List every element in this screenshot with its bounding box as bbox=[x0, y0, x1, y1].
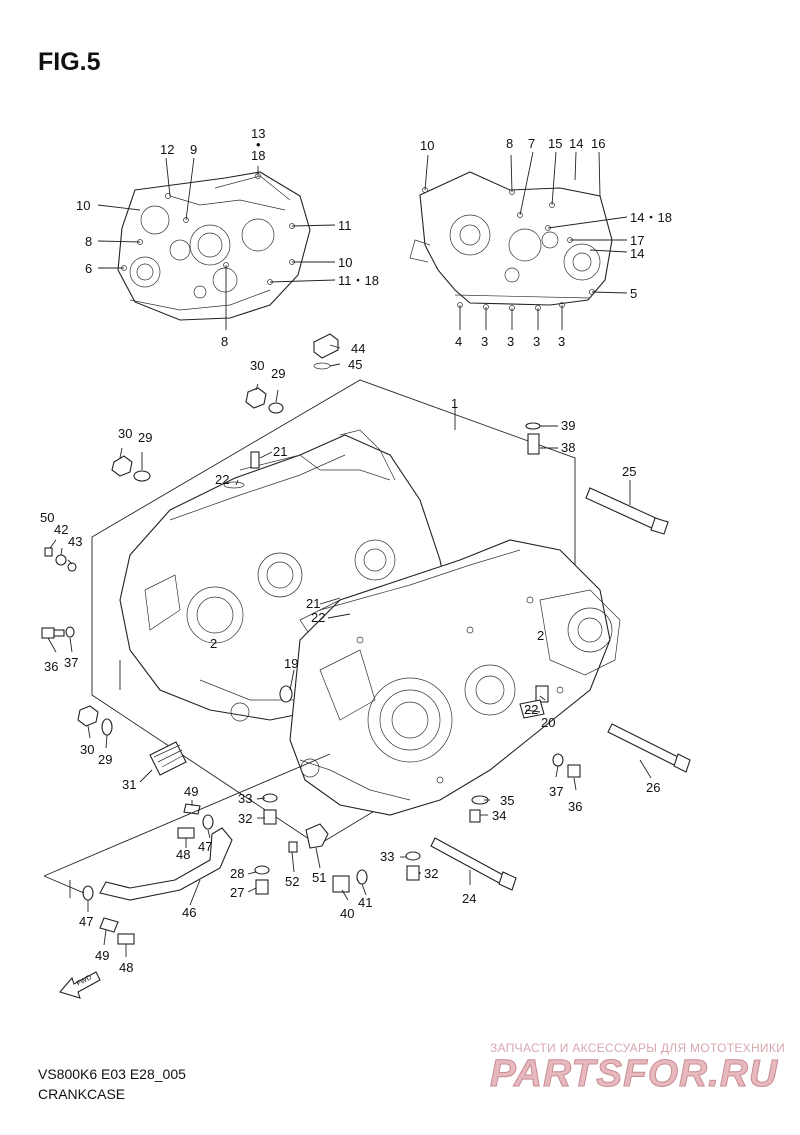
callout-label: 6 bbox=[85, 261, 92, 276]
callout-label: 36 bbox=[568, 799, 582, 814]
callout-label: 3 bbox=[558, 334, 565, 349]
callout-label: 26 bbox=[646, 780, 660, 795]
callout-label: 29 bbox=[271, 366, 285, 381]
callout-label: 21 bbox=[273, 444, 287, 459]
diagram-model-code: VS800K6 E03 E28_005 bbox=[38, 1066, 186, 1082]
callout-label: 39 bbox=[561, 418, 575, 433]
callout-label: 7 bbox=[528, 136, 535, 151]
callout-label: 10 bbox=[420, 138, 434, 153]
diagram-section-name: CRANKCASE bbox=[38, 1086, 126, 1102]
callout-label: 41 bbox=[358, 895, 372, 910]
callout-label: 12 bbox=[160, 142, 174, 157]
callout-label: 13 bbox=[251, 126, 265, 141]
callout-label: 10 bbox=[76, 198, 90, 213]
main-crankcase-assembly bbox=[91, 379, 621, 846]
callout-label: 22 bbox=[215, 472, 229, 487]
callout-label: 37 bbox=[549, 784, 563, 799]
callout-label: 35 bbox=[500, 793, 514, 808]
callout-label: 30 bbox=[118, 426, 132, 441]
callout-label: 20 bbox=[541, 715, 555, 730]
callout-label: 22 bbox=[311, 610, 325, 625]
callout-label: 30 bbox=[250, 358, 264, 373]
callout-label: 14 bbox=[569, 136, 583, 151]
callout-label: 29 bbox=[98, 752, 112, 767]
figure-title: FIG.5 bbox=[38, 48, 101, 76]
callout-labels: 13 • 18 12 9 10 8 6 11 10 11・18 8 10 8 7… bbox=[40, 126, 672, 975]
callout-label: 2 bbox=[537, 628, 544, 643]
callout-label: 3 bbox=[507, 334, 514, 349]
forward-direction-indicator: FWD bbox=[59, 971, 101, 999]
callout-label: 22 bbox=[524, 702, 538, 717]
callout-label: 30 bbox=[80, 742, 94, 757]
callout-label: 15 bbox=[548, 136, 562, 151]
callout-label: 31 bbox=[122, 777, 136, 792]
callout-label: 29 bbox=[138, 430, 152, 445]
callout-label: 3 bbox=[481, 334, 488, 349]
callout-label: 52 bbox=[285, 874, 299, 889]
callout-label: 47 bbox=[79, 914, 93, 929]
left-crankcase-half-detail bbox=[117, 171, 311, 321]
callout-label: 32 bbox=[424, 866, 438, 881]
callout-label: 4 bbox=[455, 334, 462, 349]
callout-label: 28 bbox=[230, 866, 244, 881]
small-parts bbox=[41, 333, 691, 945]
callout-label: 18 bbox=[251, 148, 265, 163]
callout-label: 27 bbox=[230, 885, 244, 900]
spring-part bbox=[149, 741, 187, 776]
callout-label: 33 bbox=[238, 791, 252, 806]
callout-label: 49 bbox=[184, 784, 198, 799]
callout-label: 32 bbox=[238, 811, 252, 826]
callout-label: • bbox=[256, 137, 261, 152]
callout-label: 38 bbox=[561, 440, 575, 455]
callout-label: 42 bbox=[54, 522, 68, 537]
right-crankcase-half-detail bbox=[409, 171, 613, 311]
callout-label: 3 bbox=[533, 334, 540, 349]
watermark-logo: PARTSFOR.RU bbox=[490, 1053, 779, 1096]
callout-label: 14・18 bbox=[630, 210, 672, 225]
oil-hose-part bbox=[99, 827, 233, 901]
callout-label: 9 bbox=[190, 142, 197, 157]
callout-label: 45 bbox=[348, 357, 362, 372]
callout-label: 8 bbox=[506, 136, 513, 151]
callout-label: 8 bbox=[85, 234, 92, 249]
callout-label: 14 bbox=[630, 246, 644, 261]
callout-label: 10 bbox=[338, 255, 352, 270]
callout-label: 16 bbox=[591, 136, 605, 151]
callout-label: 49 bbox=[95, 948, 109, 963]
callout-label: 17 bbox=[630, 233, 644, 248]
leader-lines bbox=[43, 151, 652, 957]
callout-label: 51 bbox=[312, 870, 326, 885]
callout-label: 47 bbox=[198, 839, 212, 854]
callout-label: 44 bbox=[351, 341, 365, 356]
callout-label: 24 bbox=[462, 891, 476, 906]
callout-label: 11・18 bbox=[338, 273, 379, 288]
callout-label: 48 bbox=[119, 960, 133, 975]
callout-label: 21 bbox=[306, 596, 320, 611]
callout-label: 25 bbox=[622, 464, 636, 479]
callout-label: 5 bbox=[630, 286, 637, 301]
callout-label: 36 bbox=[44, 659, 58, 674]
callout-label: 48 bbox=[176, 847, 190, 862]
callout-label: 46 bbox=[182, 905, 196, 920]
callout-label: 34 bbox=[492, 808, 506, 823]
callout-label: 1 bbox=[451, 396, 458, 411]
callout-label: 19 bbox=[284, 656, 298, 671]
callout-label: 11 bbox=[338, 218, 352, 233]
callout-label: 50 bbox=[40, 510, 54, 525]
watermark-tagline: ЗАПЧАСТИ И АКСЕССУАРЫ ДЛЯ МОТОТЕХНИКИ bbox=[490, 1041, 786, 1055]
callout-label: 40 bbox=[340, 906, 354, 921]
callout-label: 2 bbox=[210, 636, 217, 651]
callout-label: 8 bbox=[221, 334, 228, 349]
watermark-logo-text: PARTSFOR.RU bbox=[490, 1053, 779, 1095]
callout-label: 43 bbox=[68, 534, 82, 549]
callout-label: 33 bbox=[380, 849, 394, 864]
callout-label: 37 bbox=[64, 655, 78, 670]
